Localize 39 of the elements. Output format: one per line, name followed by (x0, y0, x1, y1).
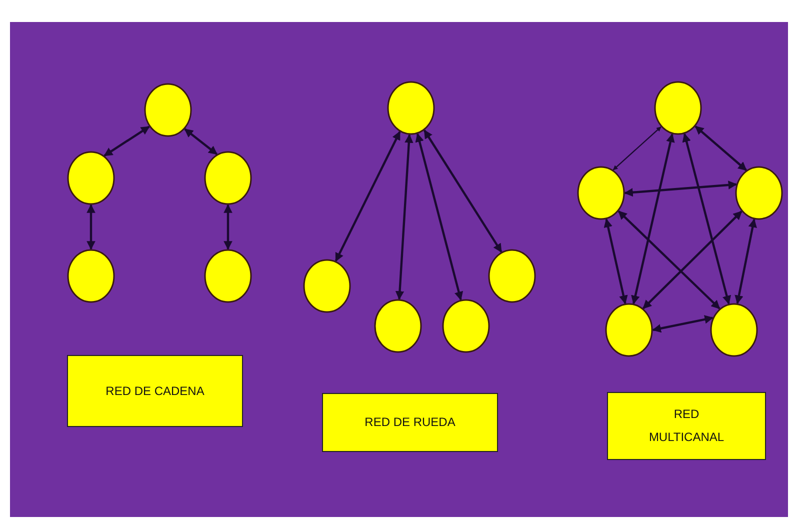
arrow (224, 204, 232, 250)
node-circle (710, 303, 758, 357)
arrow (415, 133, 464, 300)
arrow (184, 128, 218, 155)
node-circle (605, 303, 653, 357)
node-circle (204, 249, 252, 303)
arrow (334, 131, 401, 262)
label-box (607, 392, 766, 460)
arrow (624, 180, 738, 197)
node-circle (387, 81, 435, 135)
node-circle (735, 166, 783, 220)
network-type-label: RED DE RUEDA (364, 414, 456, 432)
node-circle (303, 259, 351, 313)
network-type-label: RED DE CADENA (106, 382, 204, 400)
node-circle (442, 299, 490, 353)
arrow (618, 210, 720, 310)
arrow (652, 315, 714, 333)
arrow (682, 133, 732, 304)
arrow (612, 126, 662, 170)
node-circle (204, 151, 252, 205)
arrow (395, 134, 414, 300)
node-circle (577, 166, 625, 220)
node-circle (144, 83, 192, 137)
node-circle (374, 299, 422, 353)
arrow (734, 218, 757, 304)
label-box (67, 355, 243, 427)
arrow (694, 126, 747, 171)
arrow (631, 133, 675, 304)
node-circle (67, 249, 115, 303)
label-box (322, 393, 498, 452)
node-circle (654, 81, 702, 135)
arrow (86, 204, 96, 250)
node-circle (67, 151, 115, 205)
node-circle (488, 249, 536, 303)
arrow (104, 126, 150, 157)
arrow (642, 210, 742, 310)
arrow (424, 130, 502, 253)
arrow (604, 218, 628, 304)
network-type-label: RED MULTICANAL (648, 406, 726, 446)
